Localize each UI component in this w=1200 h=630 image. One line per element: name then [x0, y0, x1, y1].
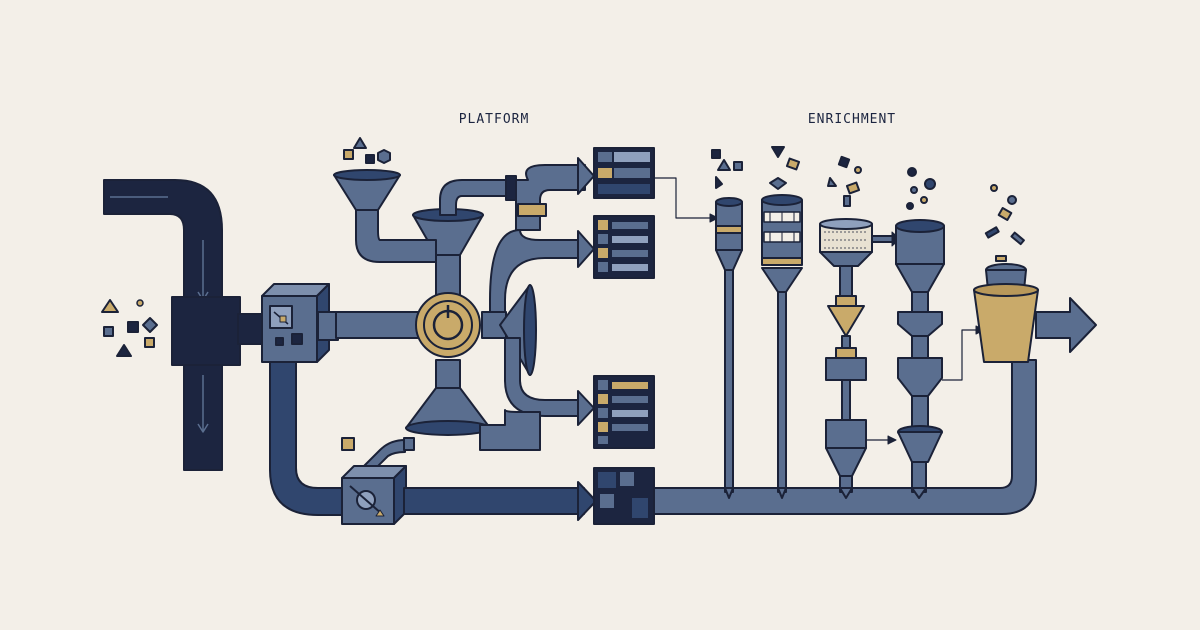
lower-pipes [341, 337, 595, 473]
return-pipe [261, 283, 346, 516]
bent-input-pipe-icon [103, 179, 265, 471]
enrichment-label: ENRICHMENT [808, 112, 896, 127]
filter-column-icon [711, 146, 803, 499]
output-arrow-icon [1035, 297, 1097, 353]
valve-wheel-icon [415, 292, 481, 358]
column-four [895, 167, 985, 499]
platform-hub [405, 208, 537, 436]
valve-box [341, 465, 407, 525]
scattered-shapes-icon [101, 299, 158, 357]
platform-label: PLATFORM [459, 112, 530, 127]
sieve-icon [819, 155, 901, 499]
output-cup-icon [973, 184, 1039, 363]
storage-rack-icon [593, 147, 655, 525]
upper-pipes [439, 157, 595, 313]
funnel-icon [333, 137, 437, 263]
